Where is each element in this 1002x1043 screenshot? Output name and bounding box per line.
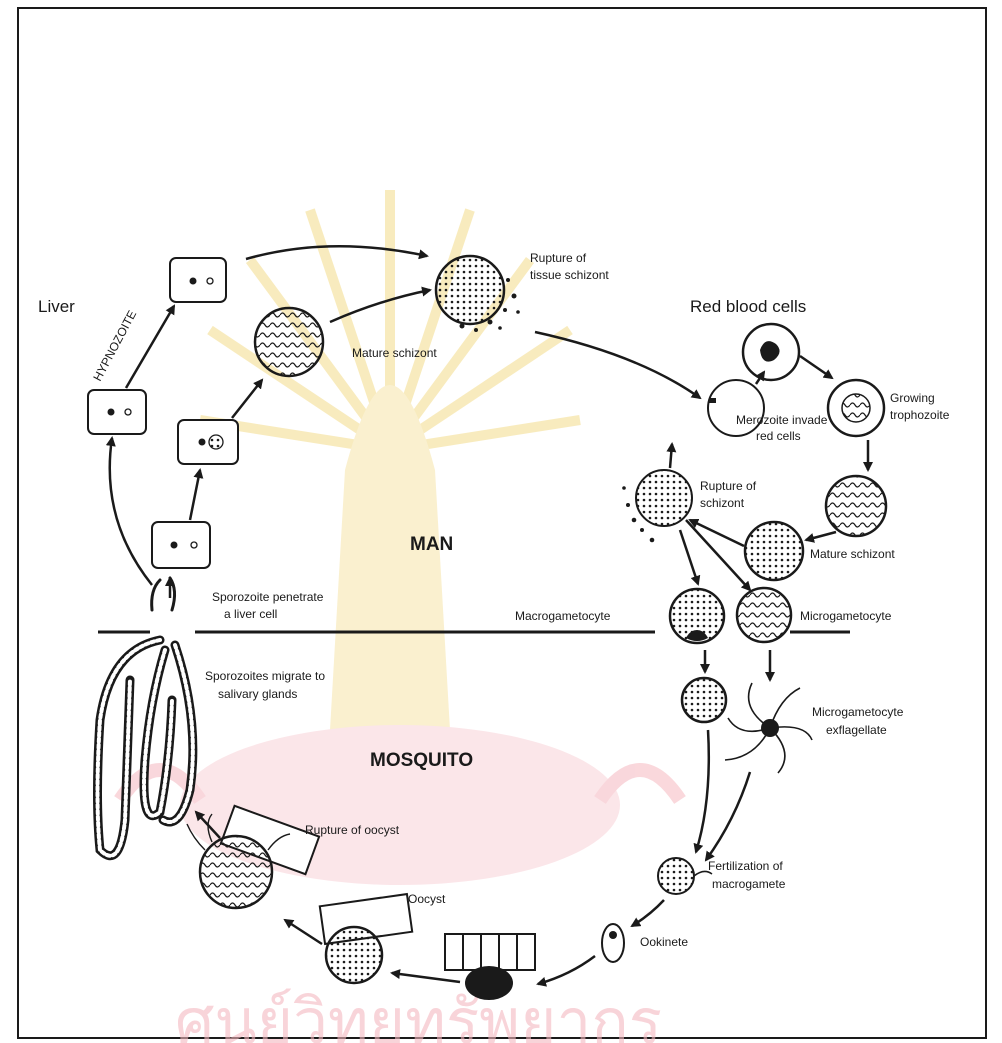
macrogametocyte-cell (670, 589, 724, 643)
liver-cell-left (88, 390, 146, 434)
label-macrogametocyte: Macrogametocyte (515, 609, 611, 623)
label-merozoite-invade-2: red cells (756, 429, 801, 443)
label-microgametocyte: Microgametocyte (800, 609, 892, 623)
watermark-text: ศูนย์วิทยทรัพยากร (175, 985, 662, 1043)
arrow-ookinete-to-gut (538, 956, 595, 984)
label-rupture-tissue-schizont-2: tissue schizont (530, 268, 609, 282)
label-rupture-oocyst: Rupture of oocyst (305, 823, 400, 837)
label-growing-trophozoite-1: Growing (890, 391, 935, 405)
macrogamete-cell (682, 678, 726, 722)
rbc-mature-schizont (745, 522, 803, 580)
microgametocyte-exflagellating (725, 683, 812, 773)
label-rupture-tissue-schizont-1: Rupture of (530, 251, 587, 265)
label-mosquito: MOSQUITO (370, 750, 473, 771)
label-mature-schizont-liver: Mature schizont (352, 346, 437, 360)
label-fertilization-2: macrogamete (712, 877, 786, 891)
arrow-ring-to-growing (800, 356, 832, 378)
oocyst-cell (320, 894, 412, 983)
label-rupture-schizont-rbc-2: schizont (700, 496, 745, 510)
arrow-hypnozoite-to-rupture (246, 246, 427, 259)
arrow-macrogamete-to-zygote (696, 730, 709, 852)
label-oocyst: Oocyst (408, 892, 446, 906)
label-growing-trophozoite-2: trophozoite (890, 408, 950, 422)
label-sporozoites-migrate-1: Sporozoites migrate to (205, 669, 325, 683)
label-microgametocyte-exflagellate-2: exflagellate (826, 723, 887, 737)
liver-cell-sporozoite-entry (152, 522, 210, 568)
zygote-fertilization (658, 858, 712, 894)
label-sporozoite-penetrate-2: a liver cell (224, 607, 277, 621)
arrow-sporozoite-to-left-cell (110, 438, 152, 585)
label-sporozoites-migrate-2: salivary glands (218, 687, 297, 701)
label-rupture-schizont-rbc-1: Rupture of (700, 479, 757, 493)
rbc-late-trophozoite (826, 476, 886, 536)
liver-mature-schizont (255, 308, 323, 376)
arrow-cell-to-developing (190, 470, 200, 520)
label-mature-schizont-rbc: Mature schizont (810, 547, 895, 561)
rbc-growing-trophozoite (828, 380, 884, 436)
ookinete-cell (602, 924, 624, 962)
liver-cell-hypnozoite (170, 258, 226, 302)
arrow-rupture-to-invade (670, 444, 672, 468)
label-liver: Liver (38, 297, 75, 316)
label-sporozoite-penetrate-1: Sporozoite penetrate (212, 590, 324, 604)
arrow-developing-to-schizont (232, 380, 262, 418)
liver-cell-developing (178, 420, 238, 464)
label-fertilization-1: Fertilization of (708, 859, 783, 873)
arrow-oocyst-to-rupture (285, 920, 322, 944)
label-man: MAN (410, 534, 453, 555)
arrow-gut-to-oocyst (392, 973, 460, 982)
rbc-merozoite-invade (708, 380, 764, 436)
arrow-rupture-to-macro (680, 530, 698, 584)
rbc-ring-trophozoite (743, 324, 799, 380)
arrow-late-to-mature (806, 532, 836, 540)
label-red-blood-cells: Red blood cells (690, 297, 806, 316)
label-merozoite-invade-1: Merozoite invade (736, 413, 828, 427)
microgametocyte-cell (737, 588, 791, 642)
label-ookinete: Ookinete (640, 935, 688, 949)
label-hypnozoite: HYPNOZOITE (90, 308, 139, 383)
arrow-zygote-to-ookinete (632, 900, 664, 926)
label-microgametocyte-exflagellate-1: Microgametocyte (812, 705, 904, 719)
arrow-exflag-to-zygote (706, 772, 750, 860)
